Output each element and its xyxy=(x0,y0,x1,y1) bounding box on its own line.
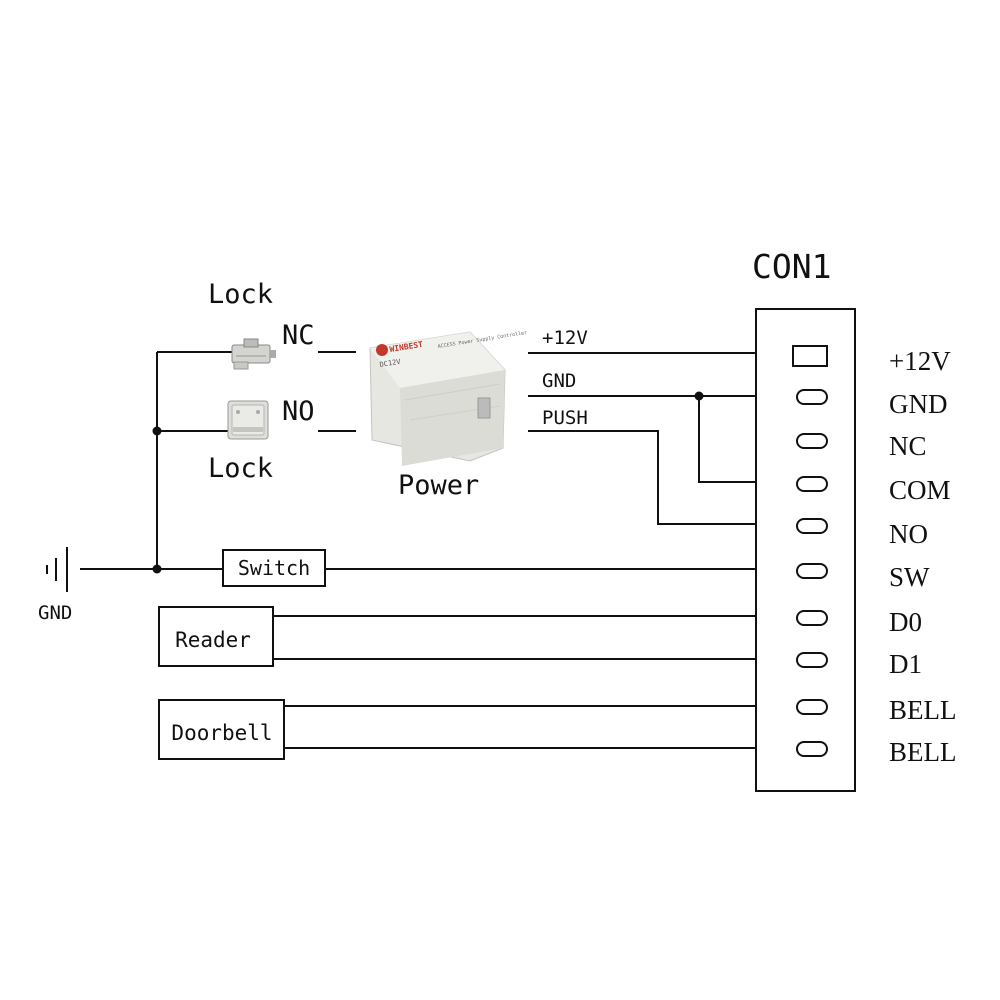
wires xyxy=(80,351,756,749)
pin-label: NO xyxy=(889,519,928,549)
power-supply-device: WINBEST DC12V ACCESS Power Supply Contro… xyxy=(369,330,528,466)
connector-terminal xyxy=(796,741,828,757)
junctions xyxy=(152,391,704,574)
lock-no-title: Lock xyxy=(208,453,273,484)
connector-terminal xyxy=(796,652,828,668)
lock-nc-title: Lock xyxy=(208,279,273,310)
reader-box xyxy=(158,606,274,667)
bolt-lock-icon xyxy=(231,338,276,370)
brand-logo-icon xyxy=(376,344,388,356)
doorbell-box xyxy=(158,699,285,760)
pin-label: D0 xyxy=(889,607,922,637)
connector-title: CON1 xyxy=(752,247,831,286)
connector-terminals xyxy=(796,389,828,757)
connector-terminal xyxy=(796,433,828,449)
connector-terminal xyxy=(796,610,828,626)
power-label: Power xyxy=(398,470,479,501)
junction-dot xyxy=(694,391,704,401)
magnetic-lock-icon xyxy=(227,400,269,440)
ground-symbol-icon xyxy=(46,547,68,592)
wire-label-push: PUSH xyxy=(542,407,588,429)
connector-terminal xyxy=(796,389,828,405)
pin-label: GND xyxy=(889,389,948,419)
wire-label-12v: +12V xyxy=(542,327,588,349)
switch-box xyxy=(222,549,326,587)
device-model: DC12V xyxy=(379,358,402,369)
lock-no-contact: NO xyxy=(282,396,315,427)
connector-terminal xyxy=(796,563,828,579)
wire-label-gnd: GND xyxy=(542,370,576,392)
connector-terminal xyxy=(796,476,828,492)
pin-label: SW xyxy=(889,562,930,592)
pin-label: BELL xyxy=(889,695,957,725)
ground-label: GND xyxy=(38,602,72,624)
connector-body xyxy=(755,308,856,792)
lock-nc-contact: NC xyxy=(282,320,315,351)
switch-label: Switch xyxy=(238,556,310,580)
wire-gnd-to-com xyxy=(698,396,756,483)
reader-label: Reader xyxy=(175,628,251,652)
junction-dot xyxy=(152,426,162,436)
pin-label: NC xyxy=(889,431,927,461)
connector-terminal xyxy=(796,518,828,534)
pin-label: D1 xyxy=(889,649,922,679)
connector-pin-1-terminal xyxy=(792,345,828,367)
pin-label: +12V xyxy=(889,346,951,376)
wire-push-to-no xyxy=(528,430,756,525)
junction-dot xyxy=(152,564,162,574)
pin-label: COM xyxy=(889,475,951,505)
connector-terminal xyxy=(796,699,828,715)
doorbell-label: Doorbell xyxy=(171,721,272,745)
pin-label: BELL xyxy=(889,737,957,767)
